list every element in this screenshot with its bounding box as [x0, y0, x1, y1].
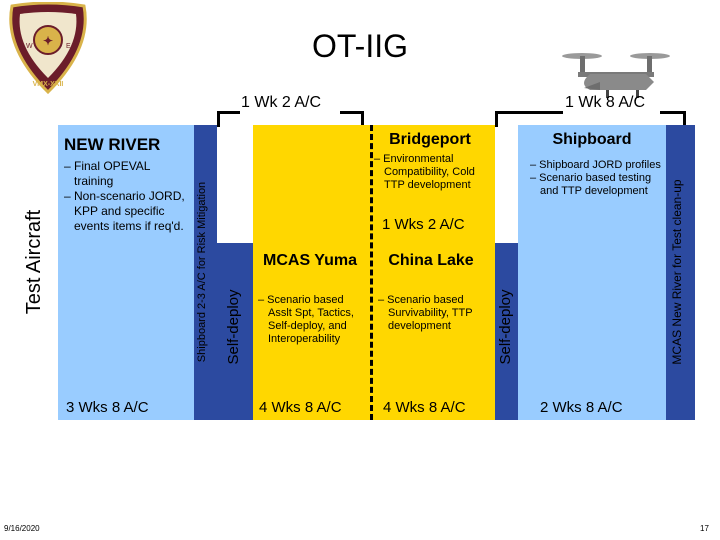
list-item: – Scenario based Survivability, TTP deve… — [378, 294, 473, 332]
svg-text:W: W — [26, 43, 33, 50]
logo-text: VMX-XXII — [33, 81, 64, 88]
shipboard-bullets: – Shipboard JORD profiles – Scenario bas… — [530, 159, 662, 198]
china-lake-duration: 4 Wks 8 A/C — [383, 399, 466, 416]
squadron-logo: ✦ W E VMX-XXII — [9, 2, 87, 94]
shipboard-title: Shipboard — [552, 131, 632, 148]
shipboard-risk-bar — [194, 125, 217, 420]
shipboard-duration: 2 Wks 8 A/C — [540, 399, 623, 416]
self-deploy-left-label: Self-deploy — [225, 289, 242, 365]
left-bracket-tick-b — [361, 111, 364, 127]
left-bracket-label: 1 Wk 2 A/C — [241, 94, 322, 111]
right-bracket-label: 1 Wk 8 A/C — [565, 94, 646, 111]
tiltrotor-aircraft-image — [562, 53, 670, 98]
self-deploy-left-bar — [217, 243, 253, 420]
new-river-duration: 3 Wks 8 A/C — [66, 399, 149, 416]
self-deploy-right-bar — [495, 243, 518, 420]
right-bracket-line — [495, 111, 563, 114]
list-item: – Non-scenario JORD, KPP and specific ev… — [64, 189, 185, 233]
list-item: – Environmental Compatibility, Cold TTP … — [374, 153, 475, 191]
bridgeport-title: Bridgeport — [389, 131, 471, 148]
right-bracket-tick-a — [495, 111, 498, 127]
shipboard-risk-label: Shipboard 2-3 A/C for Risk Mitigation — [196, 181, 208, 363]
bridgeport-duration: 1 Wks 2 A/C — [382, 216, 465, 233]
mcas-yuma-bullets: – Scenario based Asslt Spt, Tactics, Sel… — [258, 294, 368, 346]
page-number: 17 — [700, 524, 709, 533]
right-bracket-tick-b — [683, 111, 686, 127]
list-item: – Final OPEVAL training — [64, 159, 151, 188]
mcas-yuma-title: MCAS Yuma — [263, 252, 357, 269]
slide-title: OT-IIG — [312, 28, 408, 64]
mcas-return-bar — [666, 125, 695, 420]
bridgeport-bullets: – Environmental Compatibility, Cold TTP … — [374, 153, 492, 192]
left-bracket-line — [217, 111, 240, 114]
china-lake-title: China Lake — [388, 252, 474, 269]
right-bracket-line-right — [660, 111, 686, 114]
shipboard-box: Shipboard – Shipboard JORD profiles – Sc… — [518, 125, 666, 420]
left-bracket-tick-a — [217, 111, 220, 127]
slide-date: 9/16/2020 — [4, 524, 40, 533]
test-aircraft-label: Test Aircraft — [23, 209, 45, 315]
new-river-bullets: – Final OPEVAL training – Non-scenario J… — [64, 159, 188, 234]
left-bracket-line-right — [340, 111, 364, 114]
yuma-chinalake-box — [253, 243, 495, 420]
dashed-divider — [370, 125, 373, 420]
self-deploy-right-label: Self-deploy — [497, 289, 514, 365]
svg-text:✦: ✦ — [43, 34, 53, 48]
list-item: – Shipboard JORD profiles — [530, 159, 661, 171]
china-lake-bullets: – Scenario based Survivability, TTP deve… — [378, 294, 490, 333]
new-river-title: NEW RIVER — [64, 135, 161, 154]
mcas-return-label: MCAS New River for Test clean-up — [670, 179, 684, 365]
mcas-yuma-duration: 4 Wks 8 A/C — [259, 399, 342, 416]
bridgeport-box — [253, 125, 495, 243]
list-item: – Scenario based Asslt Spt, Tactics, Sel… — [258, 294, 354, 345]
list-item: – Scenario based testing and TTP develop… — [530, 172, 652, 197]
new-river-box: NEW RIVER – Final OPEVAL training – Non-… — [58, 125, 194, 420]
svg-text:E: E — [66, 43, 71, 50]
